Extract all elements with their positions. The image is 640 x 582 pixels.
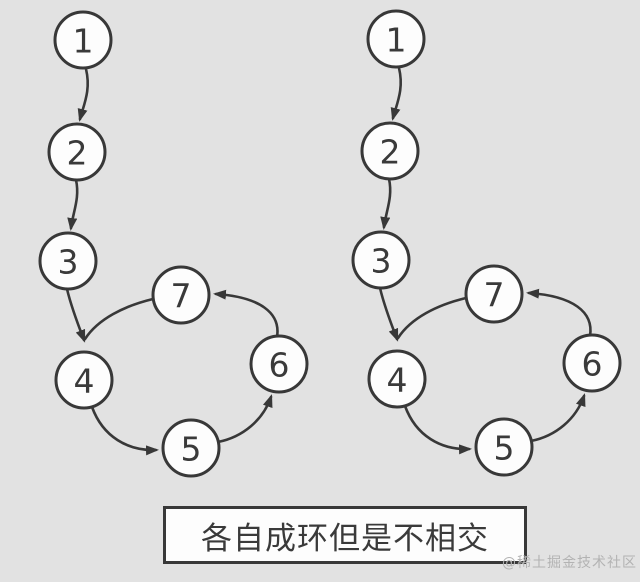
node-label: 1 bbox=[73, 22, 94, 61]
node-label: 5 bbox=[494, 429, 515, 468]
edge-2-3 bbox=[380, 177, 392, 230]
node-circle bbox=[464, 264, 524, 324]
edge-5-6 bbox=[529, 393, 586, 443]
caption-box: 各自成环但是不相交 bbox=[163, 506, 527, 564]
node-5: 5 bbox=[474, 417, 534, 477]
edge-5-6 bbox=[216, 394, 273, 444]
node-label: 6 bbox=[269, 346, 290, 385]
node-circle bbox=[367, 349, 427, 409]
edge-6-7 bbox=[213, 289, 279, 339]
node-label: 3 bbox=[58, 243, 79, 282]
node-label: 5 bbox=[181, 430, 202, 469]
node-label: 6 bbox=[582, 345, 603, 384]
edge-2-3 bbox=[67, 178, 79, 231]
edge-1-2 bbox=[77, 67, 90, 122]
node-label: 2 bbox=[380, 133, 401, 172]
edge-7-4 bbox=[396, 296, 468, 340]
linked-list-left: 1 2 3 4 5 6 7 bbox=[38, 10, 309, 478]
edge-4-5 bbox=[403, 404, 472, 455]
node-circle bbox=[562, 333, 622, 393]
node-circle bbox=[351, 230, 411, 290]
node-1: 1 bbox=[366, 9, 426, 69]
node-label: 4 bbox=[74, 362, 95, 401]
node-6: 6 bbox=[249, 334, 309, 394]
node-circle bbox=[47, 122, 107, 182]
node-4: 4 bbox=[367, 349, 427, 409]
edge-7-4 bbox=[83, 297, 155, 341]
node-circle bbox=[161, 418, 221, 478]
node-label: 2 bbox=[67, 134, 88, 173]
node-label: 7 bbox=[484, 276, 505, 315]
node-3: 3 bbox=[38, 231, 98, 291]
node-circle bbox=[151, 265, 211, 325]
node-5: 5 bbox=[161, 418, 221, 478]
edge-3-4 bbox=[378, 286, 399, 342]
edge-3-4 bbox=[65, 287, 86, 343]
node-3: 3 bbox=[351, 230, 411, 290]
linked-list-right: 1 2 3 4 5 6 7 bbox=[351, 9, 622, 477]
node-label: 3 bbox=[371, 242, 392, 281]
node-circle bbox=[54, 350, 114, 410]
node-circle bbox=[38, 231, 98, 291]
node-circle bbox=[366, 9, 426, 69]
node-circle bbox=[249, 334, 309, 394]
node-label: 1 bbox=[386, 21, 407, 60]
node-1: 1 bbox=[53, 10, 113, 70]
edge-6-7 bbox=[526, 288, 592, 338]
node-7: 7 bbox=[464, 264, 524, 324]
watermark-text: @稀土掘金技术社区 bbox=[502, 555, 637, 571]
edge-1-2 bbox=[390, 66, 403, 121]
node-circle bbox=[53, 10, 113, 70]
node-label: 4 bbox=[387, 361, 408, 400]
node-circle bbox=[474, 417, 534, 477]
node-label: 7 bbox=[171, 277, 192, 316]
node-2: 2 bbox=[360, 121, 420, 181]
edge-4-5 bbox=[90, 405, 159, 456]
node-7: 7 bbox=[151, 265, 211, 325]
node-4: 4 bbox=[54, 350, 114, 410]
node-circle bbox=[360, 121, 420, 181]
node-2: 2 bbox=[47, 122, 107, 182]
node-6: 6 bbox=[562, 333, 622, 393]
caption-text: 各自成环但是不相交 bbox=[201, 520, 489, 557]
